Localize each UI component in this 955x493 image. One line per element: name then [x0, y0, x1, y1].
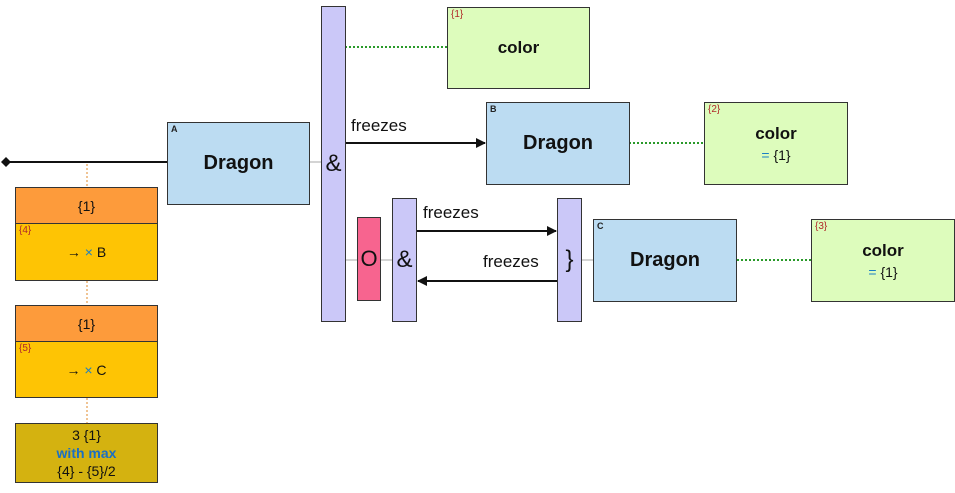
entity-a-label: Dragon: [203, 152, 274, 174]
relation-freezes-back: freezes: [483, 252, 539, 271]
arrow-right-icon: →: [66, 361, 81, 378]
relation-freezes-mid: freezes: [423, 203, 479, 222]
attribute-1[interactable]: {1} color: [447, 7, 590, 89]
brace-operator-label: }: [565, 246, 574, 273]
attribute-2[interactable]: {2} color = {1}: [704, 102, 848, 185]
or-operator[interactable]: O: [357, 217, 381, 301]
summary-line-1: 3 {1}: [72, 427, 101, 443]
stack-card-1-content: → × B: [67, 244, 106, 260]
attribute-2-name: color: [755, 124, 797, 143]
entity-b-corner: B: [490, 104, 497, 114]
times-icon: ×: [84, 244, 93, 260]
and-operator-main[interactable]: &: [321, 6, 346, 322]
stack-card-1-header[interactable]: {1}: [15, 187, 158, 224]
entity-a[interactable]: A Dragon: [167, 122, 310, 205]
stack-card-2-target: C: [96, 361, 107, 378]
attribute-3-ref: {1}: [880, 264, 898, 280]
stack-card-1-target: B: [96, 244, 107, 260]
and-operator-inner[interactable]: &: [392, 198, 417, 322]
or-operator-label: O: [360, 246, 378, 271]
stack-card-2-header-text: {1}: [77, 315, 96, 332]
brace-operator[interactable]: }: [557, 198, 582, 322]
attribute-3[interactable]: {3} color = {1}: [811, 219, 955, 302]
entity-a-corner: A: [171, 124, 178, 134]
and-operator-main-label: &: [325, 150, 342, 177]
attribute-2-value: = {1}: [761, 147, 790, 163]
attribute-3-tag: {3}: [815, 221, 828, 232]
and-operator-inner-label: &: [396, 246, 413, 273]
stack-card-2-body[interactable]: {5} → × C: [15, 341, 158, 398]
attribute-2-eq: =: [761, 147, 770, 163]
stack-card-1-body[interactable]: {4} → × B: [15, 223, 158, 281]
attribute-1-name: color: [497, 38, 540, 57]
stack-card-2-content: → × C: [66, 362, 106, 378]
arrow-right-icon: →: [66, 244, 81, 260]
root-diamond: [1, 157, 11, 167]
summary-line-3: {4} - {5}/2: [57, 463, 116, 479]
attribute-2-tag: {2}: [708, 104, 721, 115]
entity-b-label: Dragon: [523, 132, 593, 154]
stack-card-1-tag: {4}: [19, 225, 32, 236]
entity-c[interactable]: C Dragon: [593, 219, 737, 302]
stack-summary[interactable]: 3 {1} with max {4} - {5}/2: [15, 423, 158, 483]
entity-b[interactable]: B Dragon: [486, 102, 630, 185]
attribute-3-eq: =: [868, 264, 877, 280]
times-icon: ×: [84, 361, 93, 378]
attribute-1-tag: {1}: [451, 9, 464, 20]
attribute-2-ref: {1}: [773, 147, 791, 163]
attribute-3-name: color: [862, 241, 904, 260]
attribute-3-value: = {1}: [868, 264, 897, 280]
stack-card-1-header-text: {1}: [77, 197, 96, 214]
summary-line-2: with max: [56, 445, 117, 461]
relation-freezes-top: freezes: [351, 116, 407, 135]
stack-card-2-header[interactable]: {1}: [15, 305, 158, 342]
stack-card-2-tag: {5}: [19, 343, 32, 354]
entity-c-label: Dragon: [630, 249, 700, 271]
entity-c-corner: C: [597, 221, 604, 231]
